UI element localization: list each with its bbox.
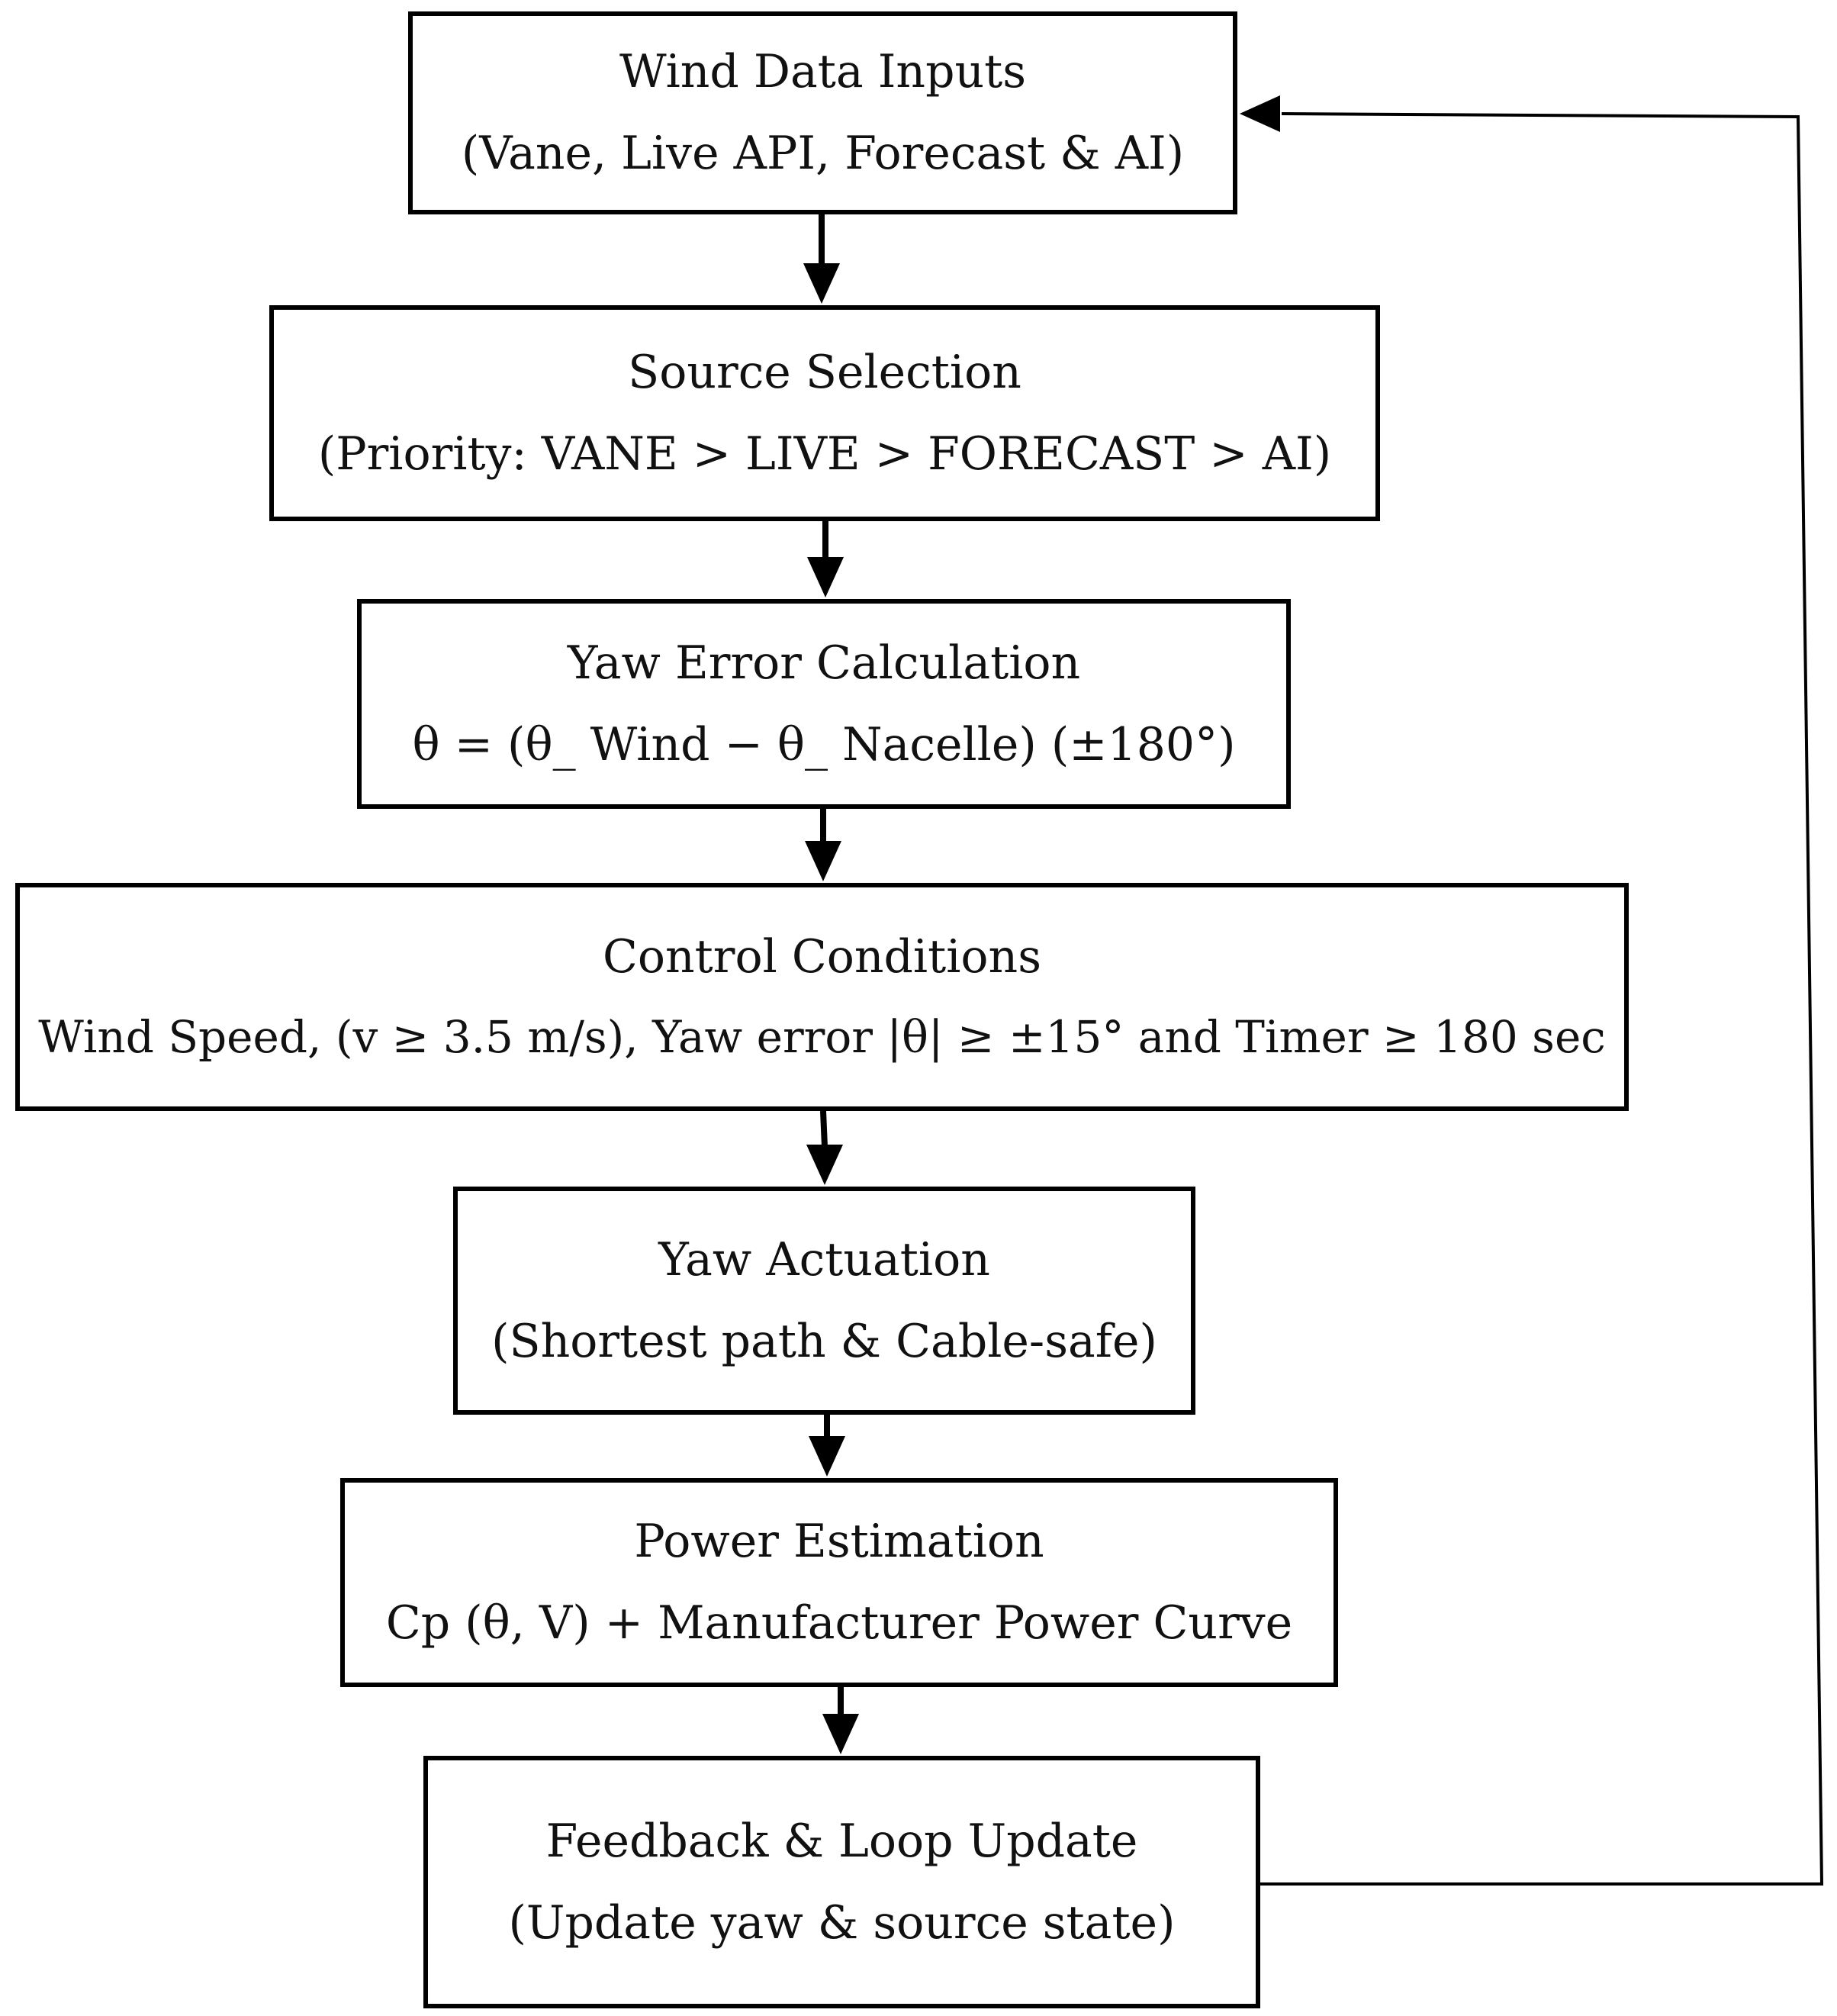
loop-back-connector bbox=[1240, 95, 1824, 1886]
node-subtitle: (Update yaw & source state) bbox=[508, 1895, 1176, 1950]
arrow-selection-to-yaw-error bbox=[807, 521, 844, 597]
node-subtitle: Wind Speed, (v ≥ 3.5 m/s), Yaw error |θ|… bbox=[38, 1011, 1606, 1064]
node-title: Control Conditions bbox=[603, 930, 1041, 984]
node-subtitle: θ = (θ_ Wind − θ_ Nacelle) (±180°) bbox=[412, 717, 1236, 771]
node-title: Yaw Actuation bbox=[658, 1232, 990, 1287]
node-control-conditions: Control Conditions Wind Speed, (v ≥ 3.5 … bbox=[15, 883, 1629, 1111]
arrow-inputs-to-selection bbox=[803, 214, 840, 304]
node-wind-data-inputs: Wind Data Inputs (Vane, Live API, Foreca… bbox=[408, 11, 1237, 214]
node-title: Power Estimation bbox=[634, 1515, 1044, 1569]
node-title: Feedback & Loop Update bbox=[545, 1814, 1138, 1868]
node-subtitle: Cp (θ, V) + Manufacturer Power Curve bbox=[385, 1596, 1293, 1650]
node-title: Yaw Error Calculation bbox=[567, 636, 1081, 690]
arrow-yaw-error-to-control bbox=[805, 809, 841, 881]
node-title: Source Selection bbox=[628, 345, 1021, 399]
node-subtitle: (Priority: VANE > LIVE > FORECAST > AI) bbox=[317, 427, 1332, 481]
node-subtitle: (Shortest path & Cable-safe) bbox=[491, 1314, 1157, 1368]
arrow-control-to-actuation bbox=[806, 1110, 843, 1185]
node-yaw-error-calculation: Yaw Error Calculation θ = (θ_ Wind − θ_ … bbox=[357, 599, 1291, 809]
node-power-estimation: Power Estimation Cp (θ, V) + Manufacture… bbox=[340, 1478, 1338, 1687]
node-subtitle: (Vane, Live API, Forecast & AI) bbox=[461, 127, 1185, 180]
arrow-actuation-to-power bbox=[809, 1415, 845, 1477]
node-title: Wind Data Inputs bbox=[619, 45, 1027, 99]
node-source-selection: Source Selection (Priority: VANE > LIVE … bbox=[269, 305, 1380, 521]
arrow-power-to-feedback bbox=[822, 1687, 859, 1754]
node-feedback-loop-update: Feedback & Loop Update (Update yaw & sou… bbox=[423, 1756, 1260, 2008]
node-yaw-actuation: Yaw Actuation (Shortest path & Cable-saf… bbox=[453, 1187, 1195, 1415]
